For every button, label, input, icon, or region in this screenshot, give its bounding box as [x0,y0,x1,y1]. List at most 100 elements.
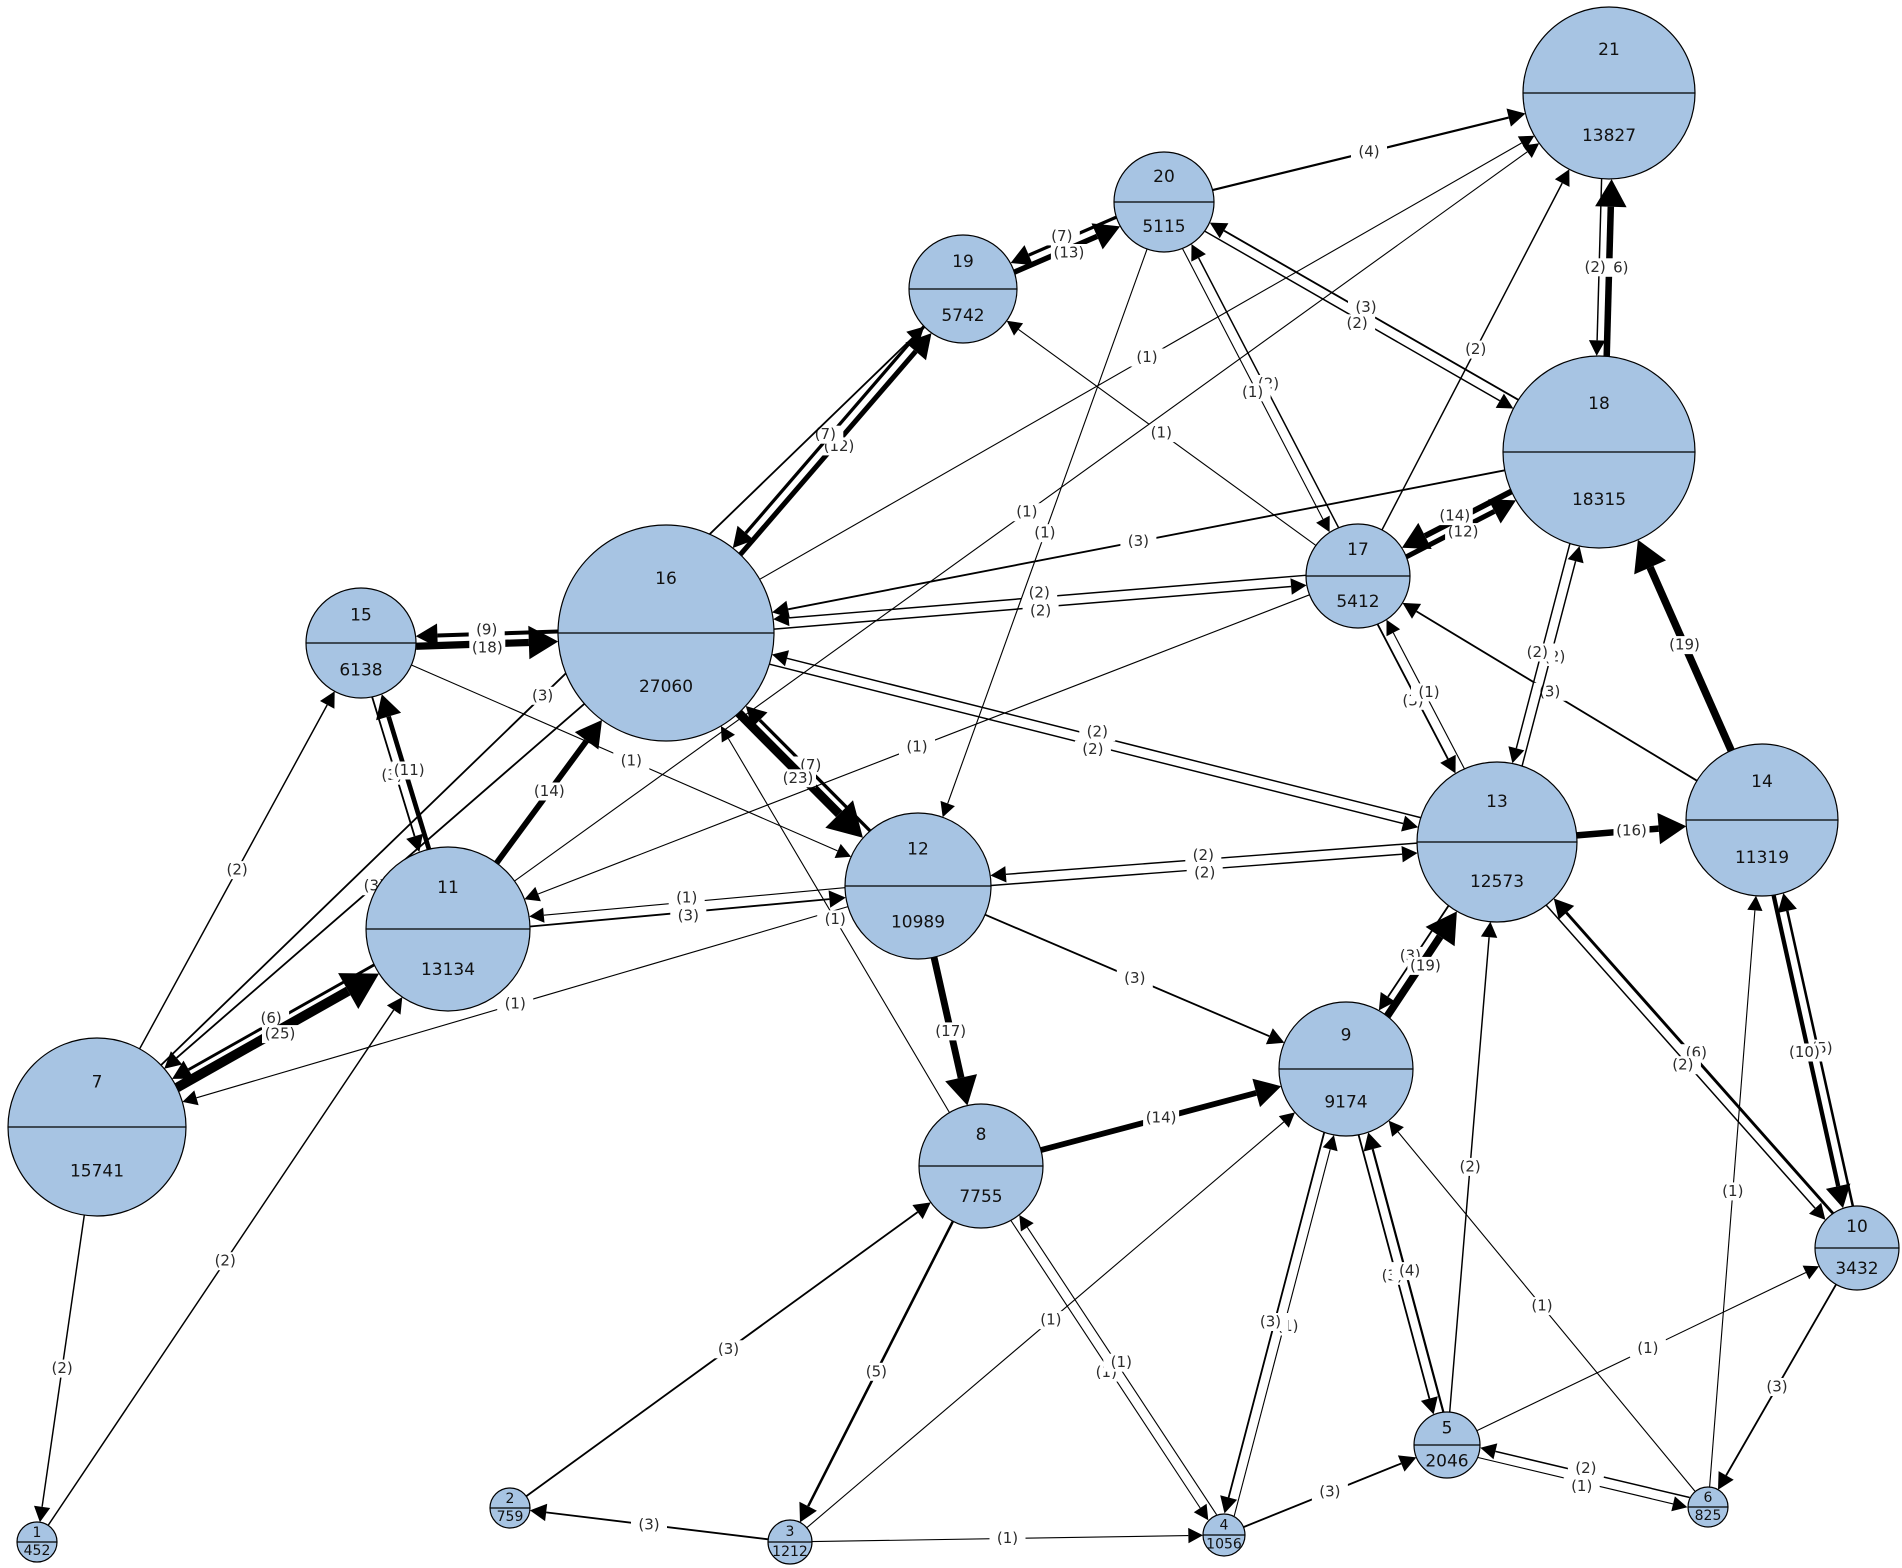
arrowhead [1480,921,1498,938]
node-id-label: 12 [907,840,929,860]
arrowhead [772,650,789,667]
arrowhead [1802,1265,1820,1280]
edge-16-to-21: (1) [759,135,1535,580]
edge-18-to-17: (14) [1402,488,1513,549]
arrowhead [1634,539,1666,575]
arrowhead [906,326,925,345]
edge-13-to-16: (2) [772,650,1421,819]
edge-label-background [1129,348,1165,367]
edge-label-background [1519,643,1556,662]
edge-12-to-13: (2) [991,846,1418,887]
node-value-label: 1212 [772,1544,808,1560]
arrowhead [415,623,438,648]
arrowhead [164,1051,183,1069]
edge-weight-label: (2) [1030,602,1051,620]
edge-5-to-13: (2) [1448,921,1498,1413]
edge-weight-label: (2) [1346,314,1367,332]
node-value-label: 27060 [639,677,693,697]
arrowhead [1657,812,1687,845]
edge-weight-label: (1) [825,910,846,928]
edge-weight-label: (12) [1448,523,1479,541]
edge-label-background [1026,524,1063,543]
node-value-label: 12573 [1470,872,1524,892]
arrowhead [1290,578,1307,595]
edge-11-to-16: (14) [494,720,602,865]
edge-5-to-10: (1) [1476,1265,1820,1432]
node-20: 20 5115 [1113,151,1215,253]
arrowhead [1508,746,1525,764]
edge-label-background [1445,523,1482,542]
edge-weight-label: (19) [1410,956,1441,974]
edge-label-background [1664,1056,1701,1075]
node-id-label: 1 [33,1525,42,1541]
edge-11-to-12: (3) [530,890,846,928]
edge-9-to-13: (19) [1384,911,1457,1019]
edge-weight-label: (1) [1016,503,1037,521]
edge-weight-label: (4) [1358,142,1379,160]
edge-20-to-19: (7) [1010,215,1117,266]
arrowhead [1193,1503,1209,1521]
edge-label-background [1120,532,1157,551]
node-id-label: 20 [1153,167,1175,187]
arrowhead [732,525,754,548]
edge-16-to-13: (2) [769,663,1419,832]
edge-weight-label: (1) [1151,424,1172,442]
edge-line [930,956,965,1079]
edge-weight-label: (2) [1527,643,1548,661]
arrowhead [905,333,932,361]
edge-weight-label: (2) [1672,1056,1693,1074]
arrowhead [34,1505,51,1523]
arrowhead [945,1074,977,1106]
arrowhead [1567,546,1584,564]
edge-line [1371,1148,1445,1413]
edge-weight-label: (13) [1054,244,1085,262]
edge-weight-label: (25) [265,1025,296,1043]
node-value-label: 13827 [1582,126,1636,146]
arrowhead [1278,1112,1295,1128]
edge-8-to-9: (14) [1040,1078,1282,1153]
edge-label-background [1339,314,1376,333]
edge-weight-label: (10) [1789,1043,1820,1061]
edge-weight-label: (1) [906,738,927,756]
edge-1-to-11: (2) [47,997,403,1526]
node-value-label: 18315 [1572,490,1626,510]
node-value-label: 11319 [1735,848,1789,868]
edge-12-to-9: (3) [984,913,1285,1045]
node-value-label: 5412 [1336,592,1379,612]
arrowhead [528,625,559,660]
node-value-label: 15741 [70,1162,124,1182]
edge-15-to-16: (18) [415,625,559,660]
edge-label-background [44,1359,81,1378]
edge-label-background [613,751,650,770]
edge-label-background [1629,1339,1666,1358]
node-id-label: 6 [1704,1490,1713,1506]
edge-weight-label: (2) [1194,864,1215,882]
edge-weight-label: (2) [1584,258,1605,276]
edge-label-background [670,907,707,926]
edge-weight-label: (3) [1124,969,1145,987]
edge-label-background [989,1529,1026,1548]
edge-weight-label: (3) [1539,682,1560,700]
arrowhead [574,720,602,750]
node-id-label: 3 [786,1524,795,1540]
edge-16-to-17: (2) [773,578,1307,630]
arrowhead [320,691,335,709]
edge-4-to-5: (3) [1243,1455,1417,1528]
edge-weight-label: (2) [51,1359,72,1377]
edge-5-to-6: (1) [1477,1456,1688,1512]
node-value-label: 5115 [1142,217,1185,237]
arrowhead [1401,846,1418,863]
arrowhead [940,800,955,818]
edge-weight-label: (1) [1034,524,1055,542]
arrowhead [1747,895,1763,911]
arrowhead [1495,393,1514,409]
edge-label-background [1032,1311,1069,1330]
arrowhead [834,843,852,858]
arrowhead [1220,1495,1238,1514]
